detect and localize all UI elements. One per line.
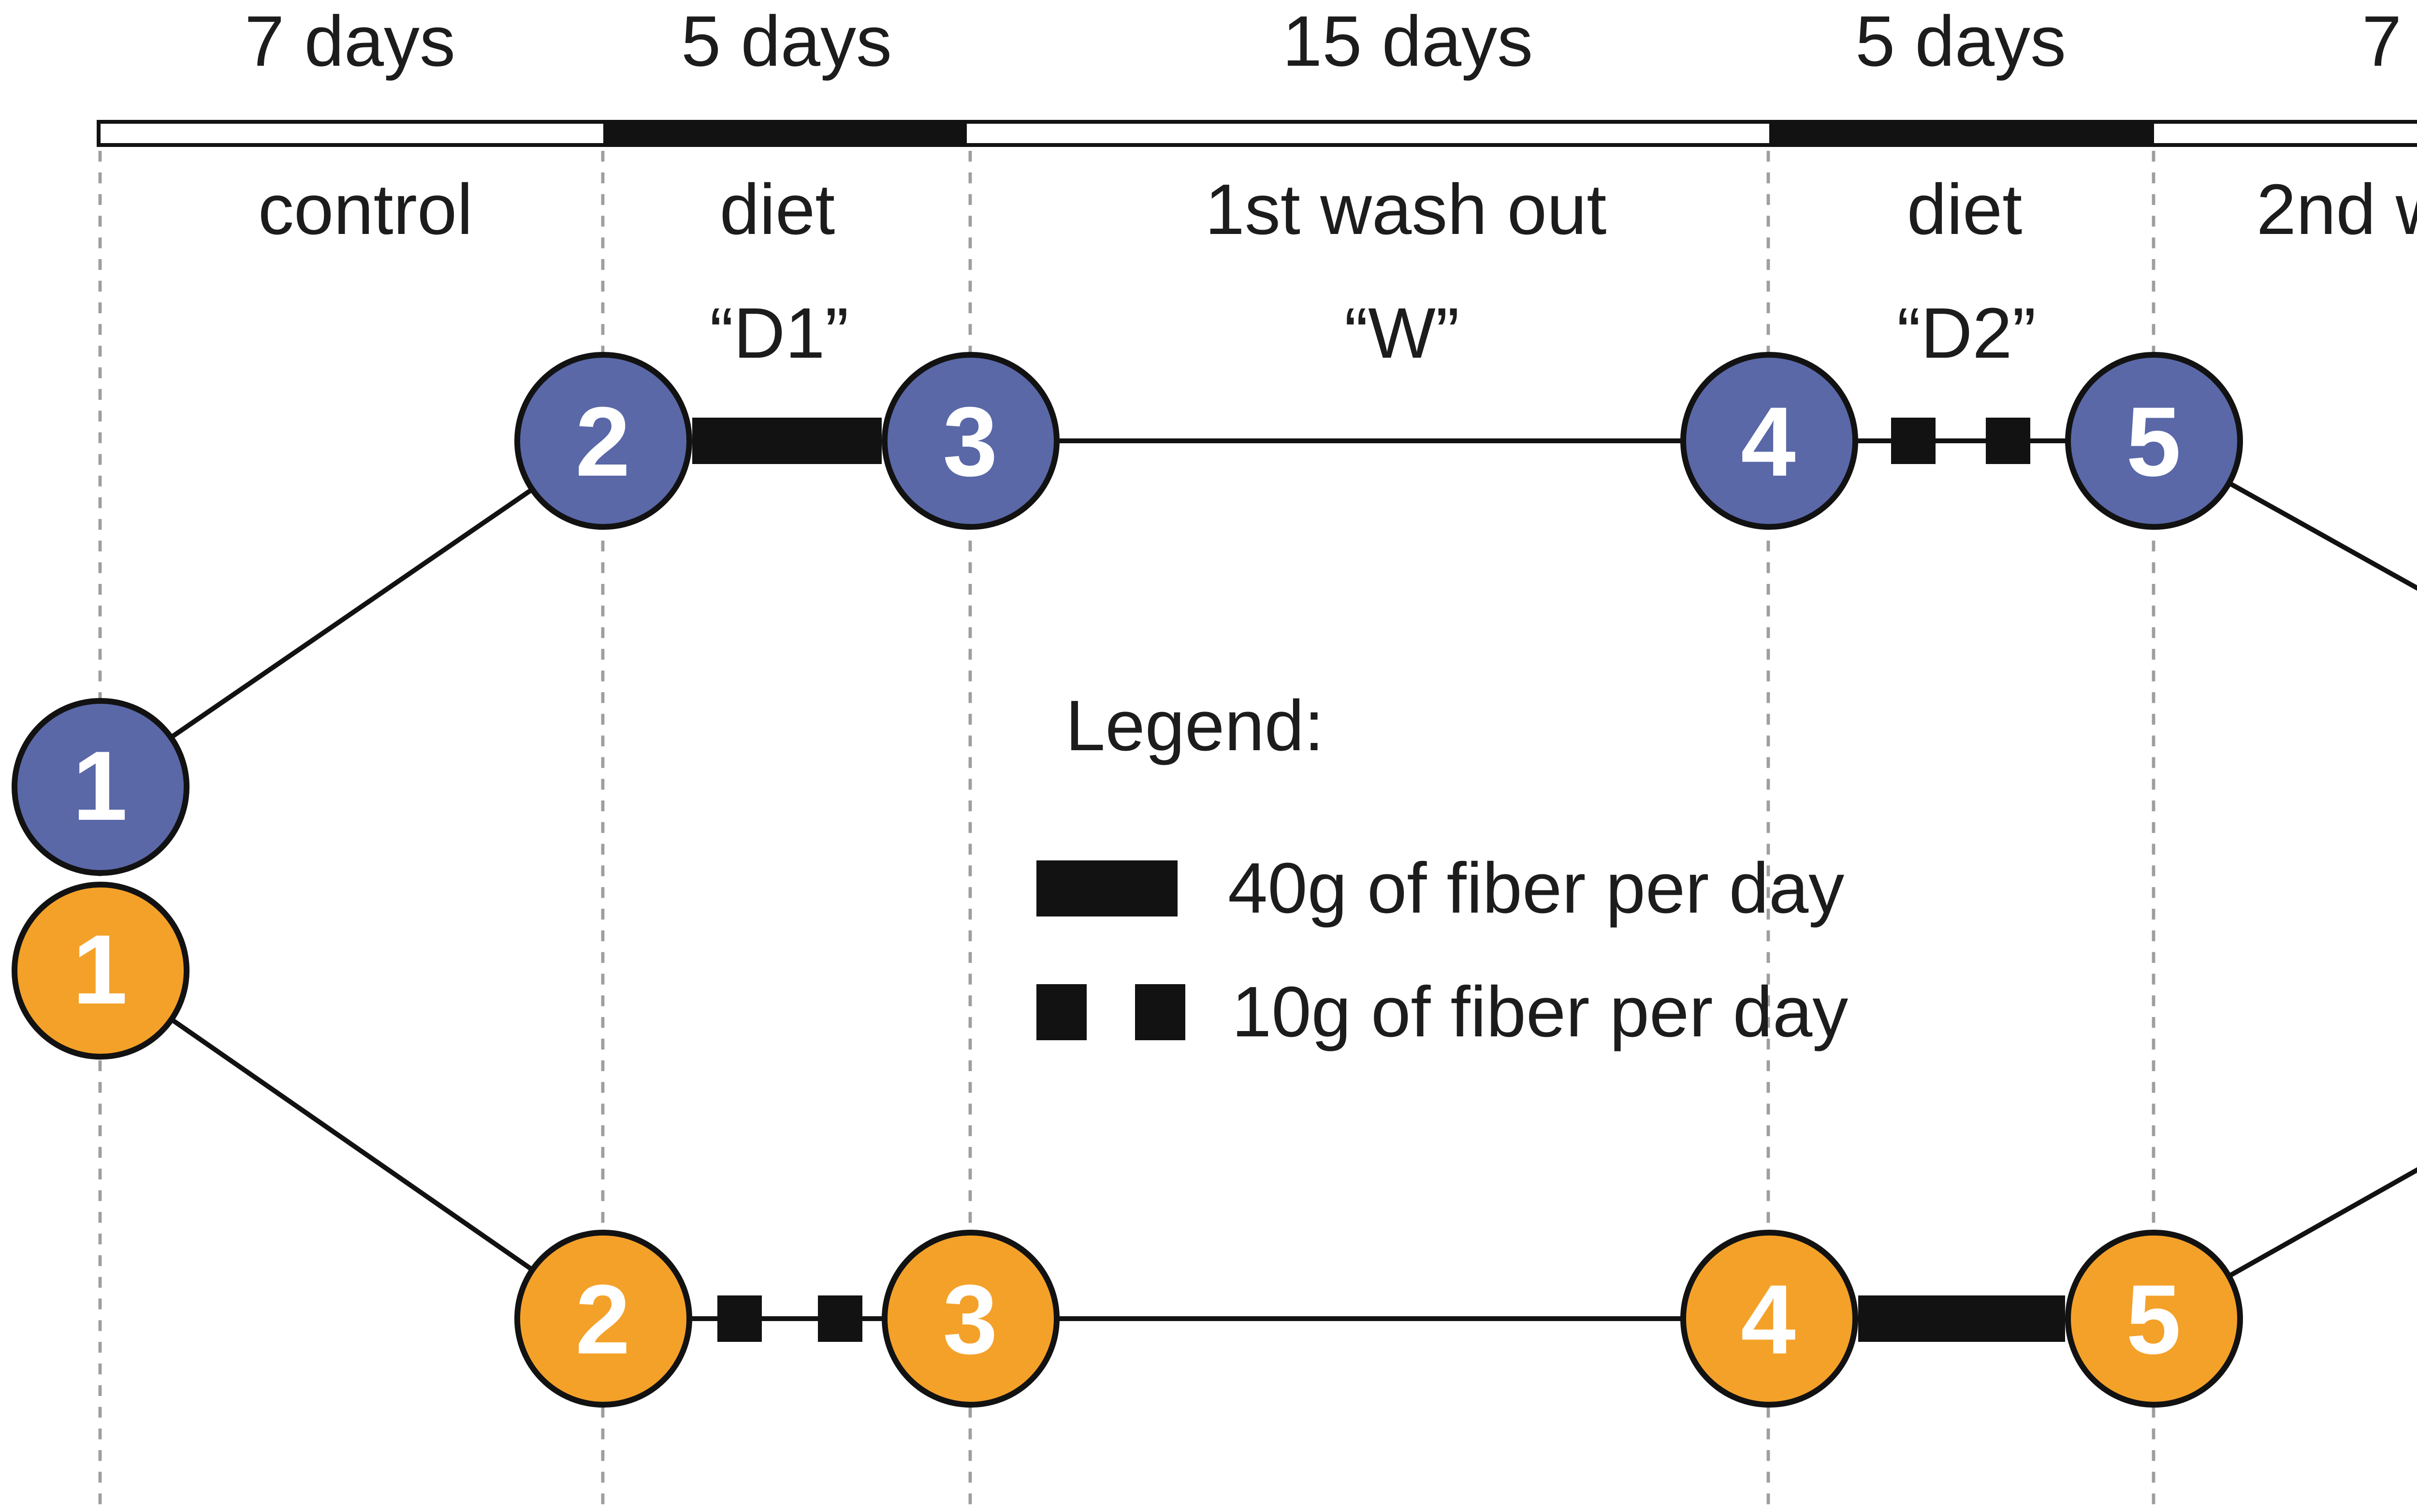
legend-label-40g: 40g of fiber per day [1228, 849, 1845, 928]
legend-label-10g: 10g of fiber per day [1232, 973, 1849, 1052]
fiber-40g-bar-blue-2-3 [692, 417, 881, 465]
node-blue-2: 2 [514, 352, 692, 530]
period-code-d2: “D2” [1897, 294, 2036, 373]
node-orange-4-label: 4 [1741, 1264, 1796, 1374]
fiber-10g-square-orange-2-3-a [717, 1295, 762, 1342]
node-orange-2: 2 [514, 1230, 692, 1408]
node-orange-5: 5 [2065, 1230, 2242, 1408]
fiber-40g-bar-orange-4-5 [1857, 1295, 2065, 1342]
phase-label-diet-1: diet [719, 170, 835, 249]
node-orange-1-label: 1 [73, 915, 128, 1025]
connector-blue-5-6 [2152, 438, 2417, 591]
phase-label-control: control [258, 170, 473, 249]
node-blue-2-label: 2 [575, 386, 630, 496]
period-code-w: “W” [1344, 294, 1460, 373]
node-blue-3-label: 3 [943, 386, 998, 496]
legend-title: Legend: [1065, 686, 1324, 766]
timeline-diet-segment-1 [603, 120, 966, 147]
connector-orange-5-6 [2152, 1167, 2417, 1321]
node-blue-3: 3 [881, 352, 1059, 530]
node-blue-1: 1 [11, 697, 189, 875]
node-blue-4: 4 [1679, 352, 1857, 530]
connector-blue-1-2 [99, 438, 604, 788]
node-orange-2-label: 2 [575, 1264, 630, 1374]
node-orange-3: 3 [881, 1230, 1059, 1408]
legend-swatch-40g-solid-bar-icon [1036, 860, 1177, 916]
phase-label-washout-1: 1st wash out [1205, 170, 1607, 249]
legend-swatch-10g-square-a-icon [1036, 984, 1087, 1040]
legend-swatch-10g-square-b-icon [1135, 984, 1185, 1040]
node-blue-4-label: 4 [1741, 386, 1796, 496]
node-blue-5: 5 [2065, 352, 2242, 530]
fiber-10g-square-blue-4-5-b [1986, 417, 2031, 465]
duration-label-2: 5 days [681, 2, 892, 81]
node-orange-3-label: 3 [943, 1264, 998, 1374]
fiber-10g-square-orange-2-3-b [817, 1295, 862, 1342]
duration-label-5: 7 days [2361, 2, 2417, 81]
node-blue-1-label: 1 [73, 731, 128, 842]
duration-label-1: 7 days [244, 2, 456, 81]
connector-orange-1-2 [99, 968, 604, 1321]
node-orange-5-label: 5 [2126, 1264, 2181, 1374]
node-orange-4: 4 [1679, 1230, 1857, 1408]
fiber-10g-square-blue-4-5-a [1890, 417, 1935, 465]
phase-label-diet-2: diet [1907, 170, 2023, 249]
node-blue-5-label: 5 [2126, 386, 2181, 496]
duration-label-4: 5 days [1855, 2, 2067, 81]
node-orange-1: 1 [11, 881, 189, 1059]
phase-label-washout-2: 2nd wash out [2256, 170, 2417, 249]
period-code-d1: “D1” [710, 294, 849, 373]
duration-label-3: 15 days [1282, 2, 1533, 81]
timeline-diet-segment-2 [1768, 120, 2153, 147]
